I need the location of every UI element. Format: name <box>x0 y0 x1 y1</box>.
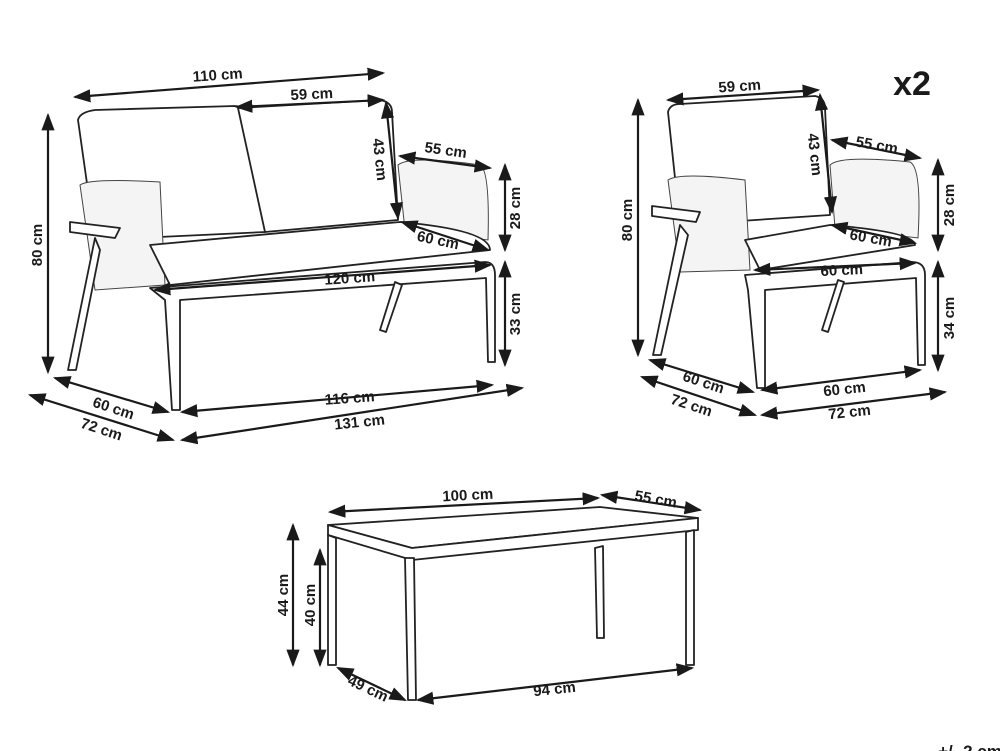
table-leg-height-label: 40 cm <box>302 584 319 627</box>
sofa-seat-width-label: 120 cm <box>324 268 376 289</box>
sofa-cushion-height-label: 43 cm <box>369 137 390 181</box>
sofa-arm-depth-label: 55 cm <box>423 139 467 162</box>
armchair-total-height-label: 80 cm <box>619 199 636 242</box>
armchair-arm-height-label: 28 cm <box>941 184 958 227</box>
armchair-dimensions <box>631 84 948 420</box>
sofa-dimensions <box>27 67 525 445</box>
armchair-cushion-height-label: 43 cm <box>804 132 825 176</box>
table-leg-span-label: 94 cm <box>532 679 576 700</box>
coffee-table-dimensions <box>286 490 703 705</box>
armchair-total-depth-label: 72 cm <box>669 391 715 420</box>
table-depth-label: 55 cm <box>633 488 678 512</box>
armchair-arm-depth-label: 55 cm <box>854 134 899 158</box>
armchair-leg-span-label: 60 cm <box>822 379 866 400</box>
sofa-back-width-label: 110 cm <box>192 65 243 85</box>
table-width-label: 100 cm <box>442 486 494 506</box>
armchair-quantity-label: x2 <box>893 65 931 103</box>
sofa-leg-span-label: 116 cm <box>324 388 375 408</box>
sofa-total-depth-label: 72 cm <box>79 415 125 444</box>
sofa-seat-height-label: 33 cm <box>507 293 524 336</box>
sofa-total-width-label: 131 cm <box>333 411 385 433</box>
armchair-seat-height-label: 34 cm <box>941 297 958 340</box>
sofa-cushion-width-label: 59 cm <box>290 85 333 104</box>
sofa-total-height-label: 80 cm <box>29 224 46 267</box>
coffee-table-drawing <box>327 506 699 701</box>
tolerance-note: +/- 2 cm <box>938 742 1000 751</box>
woven-armrest-left <box>79 180 166 291</box>
table-leg-depth-label: 49 cm <box>345 672 391 705</box>
armchair-total-width-label: 72 cm <box>827 402 871 423</box>
armchair-cushion-width-label: 59 cm <box>718 77 762 97</box>
armchair-seat-width-label: 60 cm <box>820 261 863 280</box>
table-total-height-label: 44 cm <box>275 574 292 617</box>
sofa-arm-height-label: 28 cm <box>507 187 524 230</box>
